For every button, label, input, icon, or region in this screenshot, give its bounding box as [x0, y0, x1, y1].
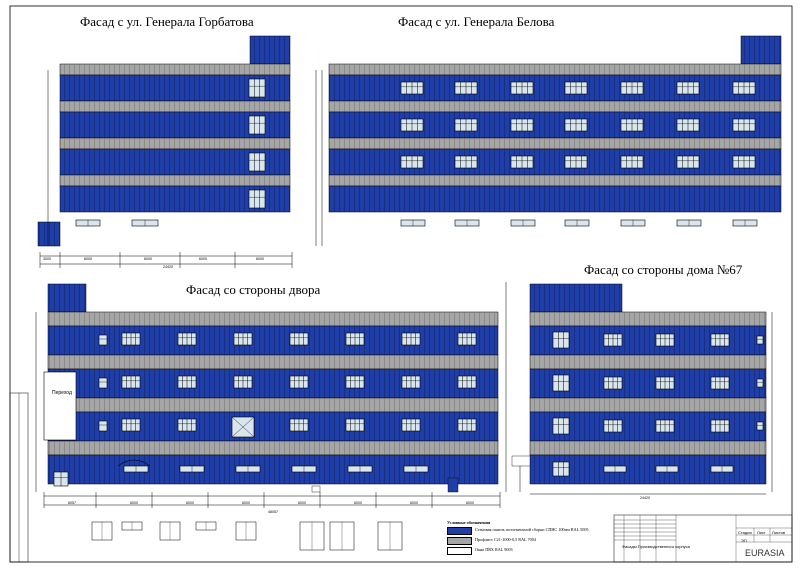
- yard-small-window-r1: [98, 377, 108, 389]
- house67-small-window-r1: [756, 378, 764, 388]
- gorbatova-window-2: [248, 152, 266, 172]
- dim-gorbatova-total: 24420: [163, 265, 173, 269]
- yard-passage: [43, 371, 77, 441]
- house67-canopy: [511, 455, 531, 467]
- yard-small-window-r0: [98, 334, 108, 346]
- dim-yard-2: 6000: [186, 501, 194, 505]
- legend-heading: Условные обозначения: [447, 520, 491, 525]
- dim-gorbatova-2: 6000: [144, 257, 152, 261]
- yard-small-window-r2: [98, 420, 108, 432]
- dim-gorbatova-4: 6000: [256, 257, 264, 261]
- yard-door: [311, 485, 321, 493]
- house67-tall-window-r0: [552, 331, 570, 349]
- house67-small-window-r2: [756, 421, 764, 431]
- title-block: [613, 514, 793, 563]
- dim-gorbatova-0: 3000: [43, 257, 51, 261]
- house67-tall-window-r1: [552, 374, 570, 392]
- dim-yard-6: 6000: [410, 501, 418, 505]
- yard-gate: [447, 477, 459, 493]
- legend-item-0: Стеновая панель поэлементной сборки СПНС…: [475, 527, 589, 532]
- gorbatova-window-3: [248, 189, 266, 209]
- gorbatova-window-1: [248, 115, 266, 135]
- stamp-header-sheet: Лист: [757, 530, 766, 535]
- title-facade-house67: Фасад со стороны дома №67: [584, 262, 743, 277]
- sheet-frame: [9, 5, 793, 563]
- house67-small-window-r0: [756, 335, 764, 345]
- dim-yard-5: 6000: [354, 501, 362, 505]
- stamp-drawing-name: Фасады Производственного корпуса: [622, 544, 690, 549]
- dim-gorbatova-3: 6000: [199, 257, 207, 261]
- legend-swatch-0: [447, 527, 472, 535]
- title-facade-belova: Фасад с ул. Генерала Белова: [398, 14, 555, 29]
- dim-house67-total: 24420: [640, 496, 650, 500]
- dim-yard-1: 6000: [130, 501, 138, 505]
- legend-item-2: Окна ПВХ RAL 9003: [475, 547, 513, 552]
- legend-swatch-1: [447, 537, 472, 545]
- yard-arch: [117, 459, 151, 467]
- title-facade-yard: Фасад со стороны двора: [186, 282, 321, 297]
- stamp-stage: ЭП: [741, 538, 747, 543]
- gorbatova-window-0: [248, 78, 266, 98]
- dim-yard-3: 6000: [242, 501, 250, 505]
- house67-tall-window-r2: [552, 417, 570, 435]
- stamp-header-stage: Стадия: [738, 530, 752, 535]
- dim-yard-4: 6000: [298, 501, 306, 505]
- title-facade-gorbatova: Фасад с ул. Генерала Горбатова: [80, 14, 254, 29]
- stamp-header-sheets: Листов: [772, 530, 785, 535]
- legend-swatch-2: [447, 547, 472, 555]
- passage-label: Переход: [52, 390, 72, 396]
- dim-yard-7: 6000: [466, 501, 474, 505]
- stamp-company-logo: EURASIA: [745, 548, 785, 558]
- dim-yard-0: 6057: [68, 501, 76, 505]
- legend-item-1: Профлист С21-1000-0,5 RAL 7004: [475, 537, 536, 542]
- dim-yard-total: 48057: [268, 510, 278, 514]
- house67-ground-window: [552, 461, 570, 477]
- dim-gorbatova-1: 6000: [84, 257, 92, 261]
